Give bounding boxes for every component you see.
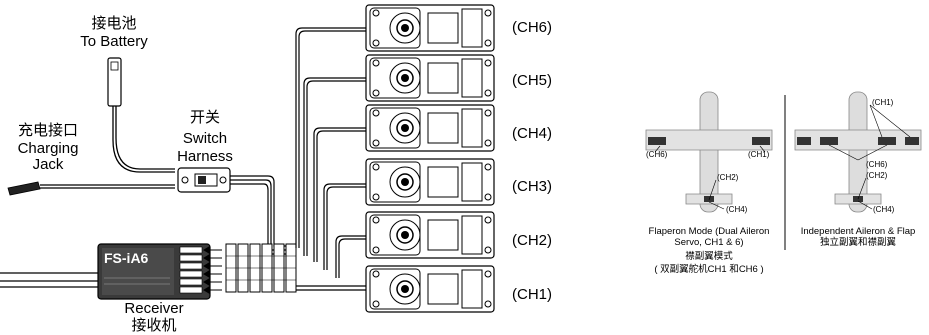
servo-ch4: [365, 104, 495, 152]
flaperon-left-wing-label: (CH6): [646, 150, 668, 159]
flaperon-title-2: Servo, CH1 & 6): [674, 237, 744, 248]
jack-label-cn: 充电接口: [17, 122, 79, 139]
channel-label-ch2: (CH2): [512, 232, 552, 249]
jack-label-en-1: Charging: [17, 140, 79, 157]
receiver-body: [97, 243, 211, 300]
flaperon-tail-top-label: (CH2): [717, 173, 739, 182]
plane-independent: [794, 91, 922, 213]
switch-harness: [177, 167, 294, 255]
independent-title-1: Independent Aileron & Flap: [800, 226, 916, 237]
flaperon-right-wing-label: (CH1): [748, 150, 770, 159]
servo-ch6: [365, 4, 495, 52]
switch-label-cn: 开关: [189, 109, 221, 126]
switch-label-en-1: Switch: [182, 130, 228, 147]
flaperon-title-cn-1: 襟副翼模式: [685, 251, 733, 262]
servo-plugs: [225, 243, 297, 293]
channel-label-ch3: (CH3): [512, 178, 552, 195]
channel-label-ch4: (CH4): [512, 125, 552, 142]
independent-ch2-label: (CH2): [866, 171, 888, 180]
flaperon-tail-bottom-label: (CH4): [726, 205, 748, 214]
servo-ch1: [365, 265, 495, 313]
receiver-label-cn: 接收机: [131, 317, 177, 334]
channel-label-ch1: (CH1): [512, 286, 552, 303]
battery-label-cn: 接电池: [91, 15, 137, 32]
servo-ch5: [365, 54, 495, 102]
servo-leads: [295, 27, 368, 291]
receiver-model: FS-iA6: [104, 250, 149, 266]
jack-label-en-2: Jack: [32, 156, 64, 173]
independent-ch6-label: (CH6): [866, 160, 888, 169]
channel-label-ch5: (CH5): [512, 72, 552, 89]
servo-ch3: [365, 158, 495, 206]
battery-connector: [107, 57, 175, 173]
charging-jack-connector: [7, 181, 175, 196]
flaperon-title-1: Flaperon Mode (Dual Aileron: [648, 226, 770, 237]
flaperon-title-cn-2: ( 双副翼舵机CH1 和CH6 ): [654, 264, 764, 275]
receiver-label-en: Receiver: [124, 300, 184, 317]
channel-label-ch6: (CH6): [512, 19, 552, 36]
header-arrows: [203, 246, 222, 294]
servo-ch2: [365, 211, 495, 259]
independent-title-cn: 独立副翼和襟副翼: [819, 237, 897, 248]
battery-label-en: To Battery: [80, 33, 148, 50]
receiver-antennas: [0, 272, 98, 288]
servo-stack: [365, 4, 495, 313]
independent-ch1-label: (CH1): [872, 98, 894, 107]
independent-ch4-label: (CH4): [873, 205, 895, 214]
plane-flaperon: [645, 91, 773, 213]
switch-label-en-2: Harness: [177, 148, 233, 165]
